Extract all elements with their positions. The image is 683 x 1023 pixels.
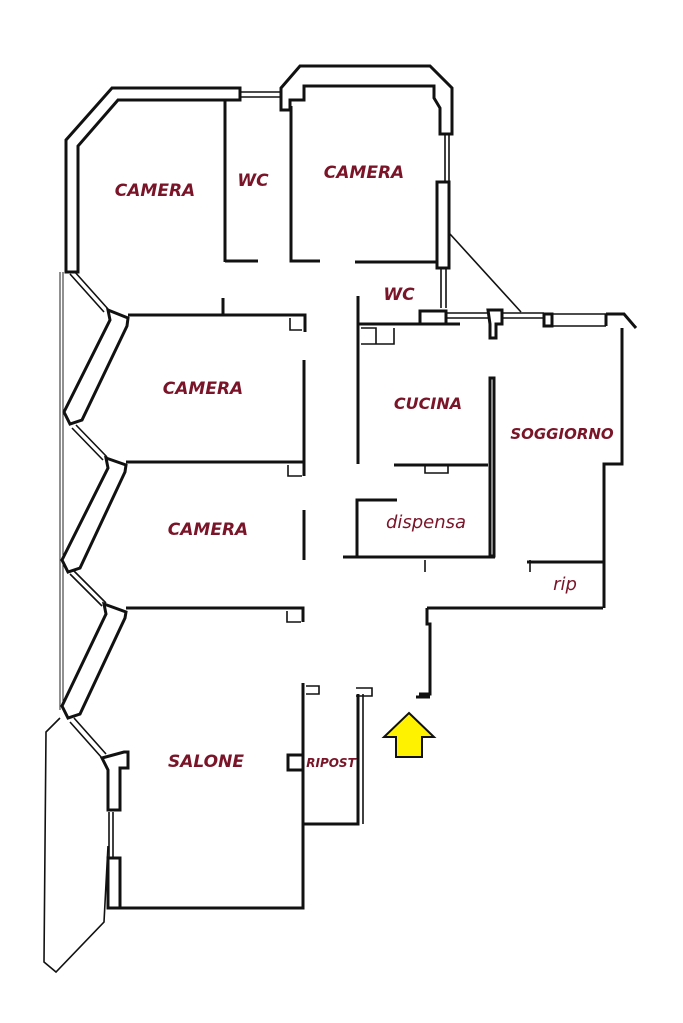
window-top [240, 91, 282, 98]
window-diag-1 [69, 270, 109, 313]
window-diag-3 [69, 570, 107, 607]
lower-balcony [43, 717, 109, 974]
kitchen-partition [488, 376, 496, 558]
corridor-stub-mid [424, 560, 531, 572]
camera3-bottom-wall [126, 460, 306, 476]
window-salone [108, 812, 114, 858]
label-camera-2: CAMERA [324, 163, 404, 183]
label-wc-1: WC [237, 171, 269, 191]
label-camera-4: CAMERA [168, 520, 248, 540]
camera4-bottom-closet [286, 611, 301, 623]
ripost-door-stub [356, 687, 373, 697]
soggiorno-pier [542, 312, 554, 328]
label-cucina: CUCINA [394, 394, 462, 413]
left-bay-walls [43, 270, 130, 974]
salone-left-pier [99, 750, 130, 812]
label-dispensa: dispensa [386, 512, 466, 533]
label-soggiorno: SOGGIORNO [510, 425, 614, 443]
camera3-top-wall [128, 313, 307, 332]
ripost-block [286, 753, 303, 772]
interior-walls [120, 100, 638, 910]
bay-wall-1 [62, 307, 130, 426]
soggiorno-corner [604, 312, 638, 329]
outer-wall-top-right [279, 64, 454, 136]
salone-left-lower [106, 856, 122, 910]
outer-wall-right-upper [435, 180, 451, 270]
window-soggiorno-2 [552, 313, 606, 327]
window-right-upper [444, 134, 450, 182]
window-kitchen [446, 312, 488, 319]
camera3-closet [289, 318, 302, 331]
label-salone: SALONE [168, 752, 244, 772]
label-wc-2: WC [383, 285, 415, 305]
label-rip: rip [553, 574, 577, 595]
window-soggiorno [502, 312, 544, 319]
arrow-up-icon [381, 711, 437, 758]
salone-door-stub [306, 685, 320, 695]
camera3-bottom-closet [287, 465, 302, 477]
bay-wall-2 [60, 455, 128, 574]
label-ripost: RIPOST [306, 756, 356, 770]
balcony-line [449, 233, 522, 313]
facade-line [59, 272, 64, 710]
window-diag-2 [71, 424, 108, 461]
bay-wall-3 [60, 601, 128, 720]
dispensa-left-wall [355, 498, 397, 556]
kitchen-pier [486, 308, 504, 340]
cucina-box [361, 327, 395, 345]
label-camera-3: CAMERA [163, 379, 243, 399]
wc2-door-block [418, 309, 448, 326]
ripost-bottom-wall [304, 694, 360, 826]
soggiorno-right-wall [602, 328, 624, 608]
camera4-bottom-wall [126, 606, 305, 622]
camera2-left-wall [289, 106, 320, 263]
salone-right-wall [120, 683, 305, 910]
dispensa-shelf [424, 465, 449, 474]
label-camera-1: CAMERA [115, 181, 195, 201]
window-diag-4 [69, 717, 107, 759]
entrance-wall [416, 608, 432, 699]
window-right-lower [440, 268, 447, 308]
outer-wall-top-left [64, 86, 242, 274]
room-labels: CAMERA WC CAMERA WC CAMERA CUCINA SOGGIO… [115, 163, 614, 772]
